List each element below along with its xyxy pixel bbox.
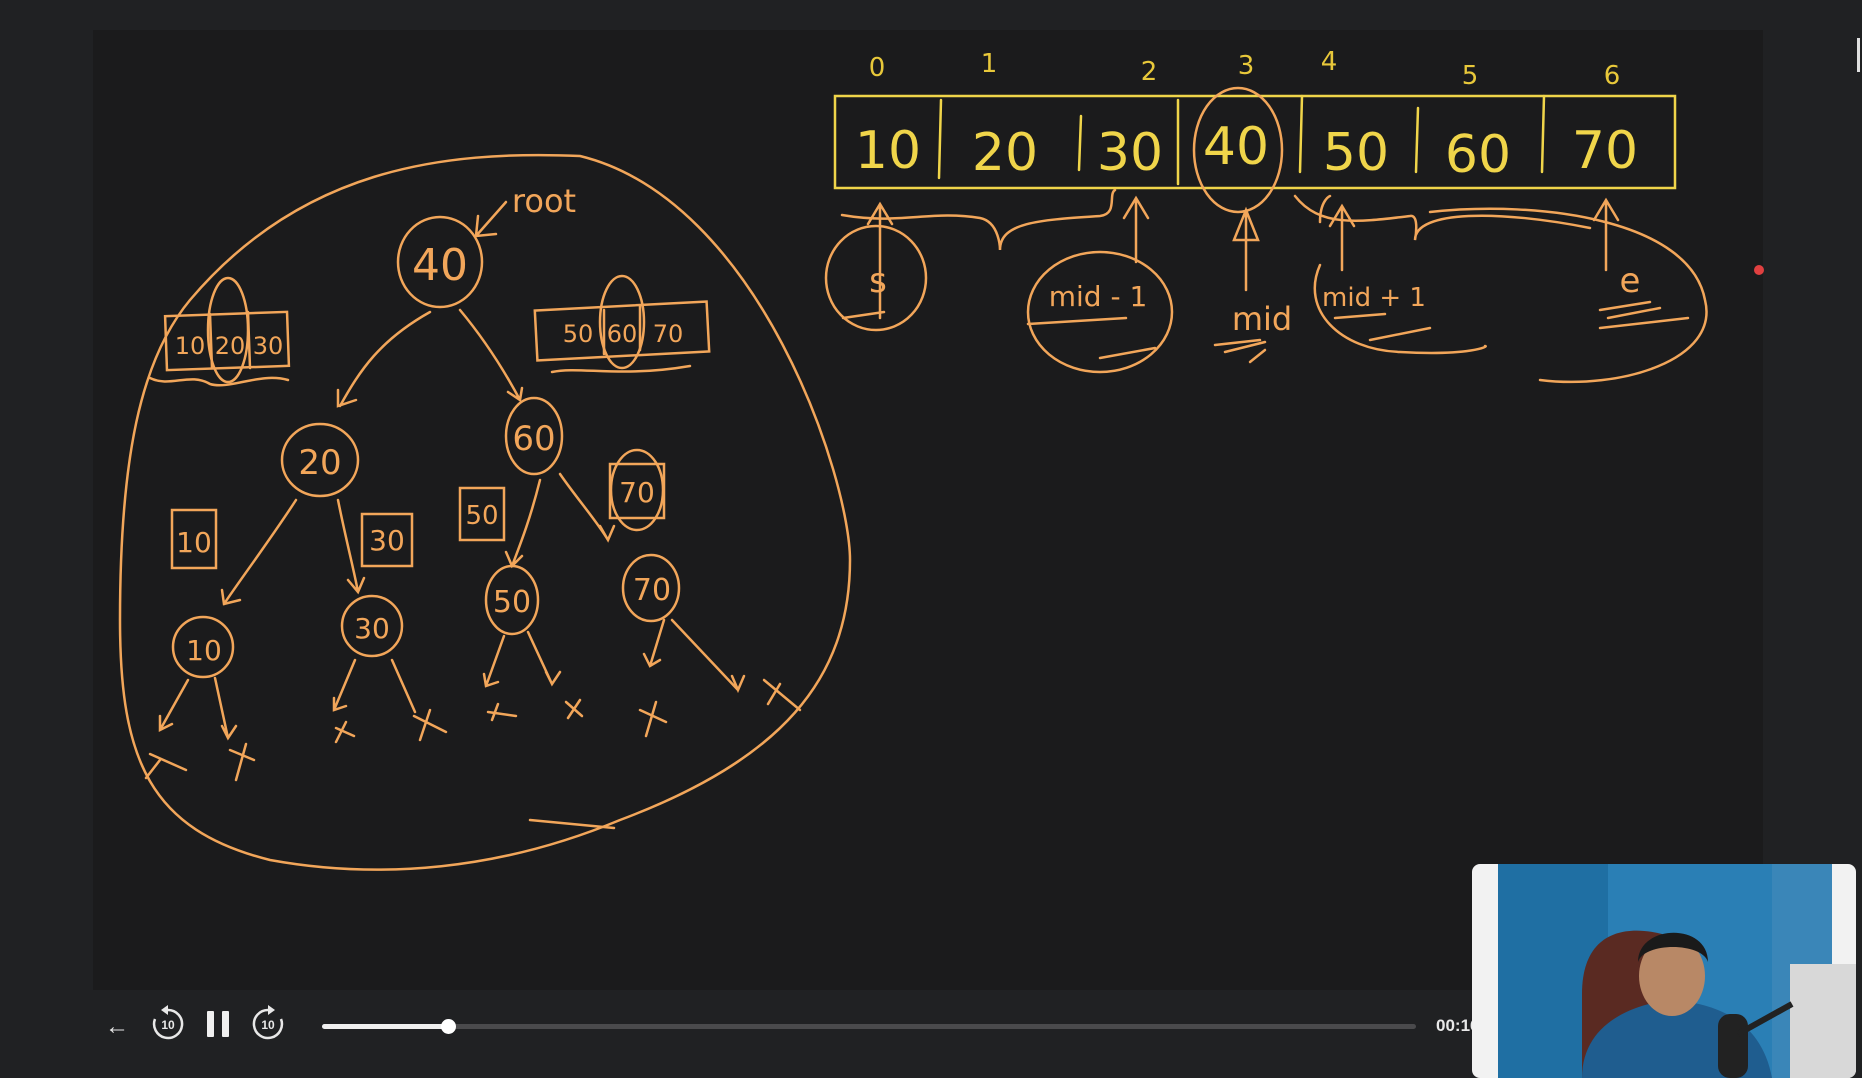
- index-1: 1: [981, 49, 998, 79]
- end-pointer-label: e: [1620, 261, 1641, 301]
- forward-10-button[interactable]: 10: [248, 1004, 288, 1044]
- array-frame: [833, 94, 1677, 190]
- seek-progress: [322, 1024, 448, 1029]
- note-30: 30: [369, 524, 405, 557]
- right-subarray-2: 70: [653, 320, 684, 348]
- node-70: [621, 553, 681, 623]
- note-10: 10: [176, 526, 212, 559]
- mid-label: mid: [1232, 300, 1292, 338]
- note-30-box: [360, 512, 414, 568]
- cell-2: 30: [1097, 123, 1163, 183]
- rewind-10-button[interactable]: 10: [148, 1004, 188, 1044]
- array-divider: [1077, 114, 1083, 172]
- node-60-value: 60: [512, 419, 555, 459]
- index-2: 2: [1141, 57, 1158, 87]
- index-5: 5: [1462, 61, 1479, 91]
- cell-5: 60: [1445, 125, 1511, 185]
- start-circle: [824, 224, 928, 332]
- right-subarray-box: [533, 300, 711, 362]
- note-70: 70: [619, 476, 655, 509]
- node-10-value: 10: [186, 634, 222, 667]
- array-divider: [1298, 94, 1304, 174]
- root-label: root: [512, 182, 576, 220]
- index-4: 4: [1321, 47, 1338, 77]
- tree-labels: root 40 20 60 10 30 50 70 10 20 30 50 60…: [175, 182, 684, 667]
- cell-6: 70: [1572, 121, 1638, 181]
- node-10: [171, 615, 235, 679]
- back-button[interactable]: ←: [100, 1010, 134, 1044]
- node-70-value: 70: [633, 573, 671, 608]
- left-subarray-2: 30: [253, 332, 284, 360]
- array-divider: [937, 98, 943, 180]
- note-10-box: [170, 508, 218, 570]
- array-diagram: [833, 94, 1677, 190]
- pause-icon: [207, 1011, 229, 1037]
- playback-time: 00:16: [1436, 1016, 1480, 1035]
- forward-seconds: 10: [261, 1018, 275, 1032]
- node-60: [504, 396, 564, 476]
- right-half-circle: [1428, 207, 1708, 384]
- node-30-value: 30: [354, 612, 390, 645]
- laser-pointer-dot: [1754, 265, 1764, 275]
- left-subarray-box: [163, 310, 291, 372]
- pause-button[interactable]: [201, 1004, 235, 1044]
- presenter-video-icon: [1498, 864, 1856, 1078]
- left-subarray-1: 20: [215, 332, 246, 360]
- start-pointer-label: s: [869, 261, 887, 301]
- node-20-value: 20: [298, 443, 341, 483]
- cell-4: 50: [1323, 123, 1389, 183]
- fast-forward-icon: 10: [252, 1005, 284, 1040]
- right-subarray-0: 50: [563, 320, 594, 348]
- cell-3: 40: [1203, 117, 1269, 177]
- rewind-seconds: 10: [161, 1018, 175, 1032]
- pointer-labels: s e mid - 1 mid mid + 1: [869, 261, 1640, 338]
- node-20: [280, 422, 360, 498]
- left-subarray-0: 10: [175, 332, 206, 360]
- tree-diagram: [118, 153, 852, 871]
- index-0: 0: [869, 53, 886, 83]
- right-subarray-1: 60: [607, 320, 638, 348]
- array-values: 10 20 30 40 50 60 70: [855, 117, 1638, 185]
- array-divider: [1414, 106, 1420, 174]
- whiteboard: [93, 30, 1763, 990]
- node-30: [340, 594, 404, 658]
- tree-enclosure: [118, 153, 852, 871]
- mid-plus-one-label: mid + 1: [1322, 283, 1426, 313]
- node-root: [396, 215, 484, 309]
- root-value: 40: [412, 240, 468, 291]
- node-50-value: 50: [493, 585, 531, 620]
- array-indices: 0 1 2 3 4 5 6: [869, 47, 1621, 91]
- seek-thumb[interactable]: [440, 1019, 456, 1034]
- index-3: 3: [1238, 51, 1255, 81]
- array-divider: [1540, 94, 1546, 174]
- presenter-webcam[interactable]: [1472, 864, 1856, 1078]
- array-annotations: [824, 86, 1708, 384]
- cell-1: 20: [972, 123, 1038, 183]
- text-cursor: [1857, 38, 1860, 72]
- mid-circle: [1192, 86, 1284, 214]
- player-controls: ← 10 10 00:16: [0, 990, 1480, 1060]
- rewind-icon: 10: [152, 1005, 184, 1040]
- cell-0: 10: [855, 121, 921, 181]
- seek-bar[interactable]: [322, 1019, 1416, 1034]
- note-50-box: [458, 486, 506, 542]
- note-50: 50: [465, 501, 498, 531]
- mid-minus-one-label: mid - 1: [1049, 280, 1148, 313]
- arrow-left-icon: ←: [105, 1013, 129, 1040]
- index-6: 6: [1604, 61, 1621, 91]
- mid-minus-one-circle: [1026, 250, 1174, 374]
